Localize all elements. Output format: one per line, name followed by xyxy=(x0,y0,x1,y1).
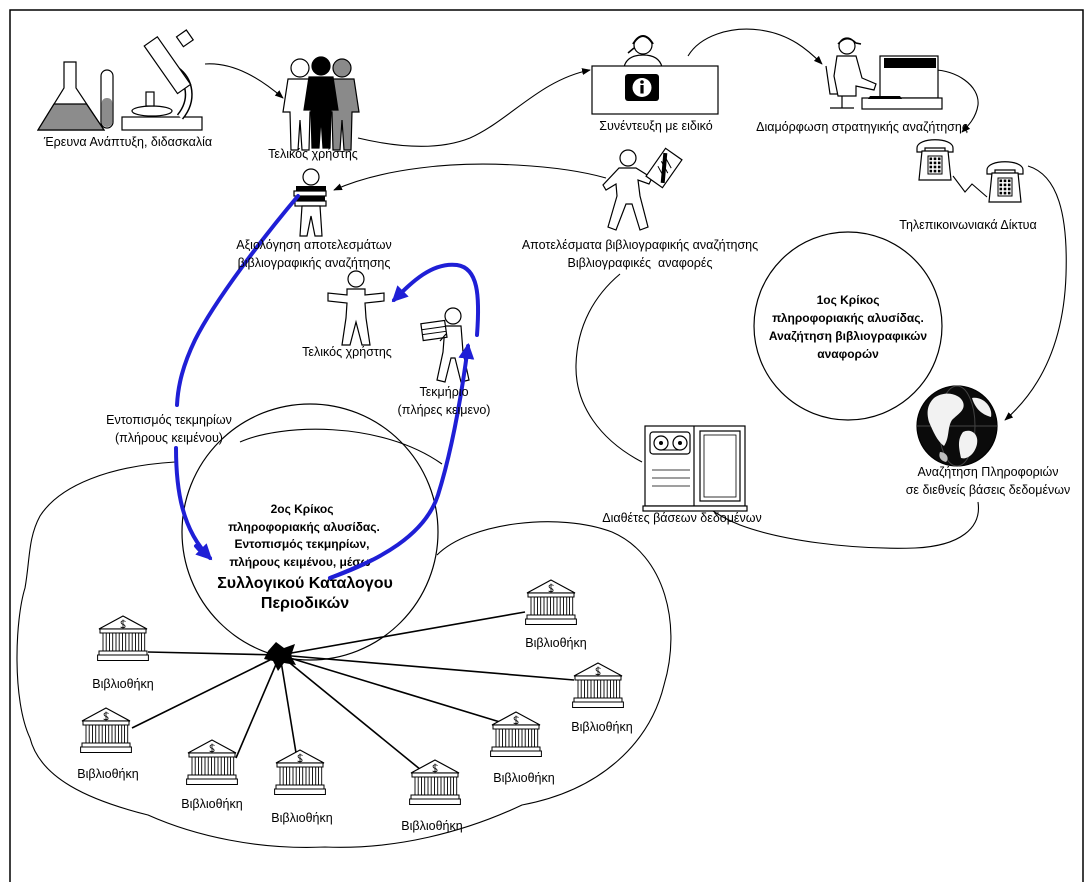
telephone-icon xyxy=(916,139,954,181)
link2-circle xyxy=(181,403,439,661)
library-label: Βιβλιοθήκη xyxy=(571,720,632,734)
label-db-providers: Διαθέτες βάσεων δεδομένων xyxy=(602,511,762,525)
network-hub-icon xyxy=(264,642,296,671)
flow-users-to-interview xyxy=(357,68,591,147)
flow-strategy-to-telecom xyxy=(933,69,979,133)
link1-circle xyxy=(753,231,943,421)
globe-icon xyxy=(916,385,998,467)
label-results-line1: Αποτελέσματα βιβλιογραφικής αναζήτησης xyxy=(522,238,758,252)
telephone-icon xyxy=(986,161,1024,203)
label-strategy: Διαμόρφωση στρατηγικής αναζήτησης xyxy=(756,120,968,134)
end-users-group-icon xyxy=(282,56,360,151)
spoke-library-5 xyxy=(279,654,501,723)
label-intl-search-line2: σε διεθνείς βάσεις δεδομένων xyxy=(906,483,1071,497)
link1-line3: Αναζήτηση βιβλιογραφικών xyxy=(769,329,928,343)
link2-line2: πληροφοριακής αλυσίδας. xyxy=(228,520,380,534)
label-document-line1: Τεκμήριο xyxy=(419,385,468,399)
library-icon xyxy=(274,749,326,796)
label-document-line2: (πλήρες κειμενο) xyxy=(398,403,491,417)
library-icon xyxy=(80,707,132,754)
library-icon xyxy=(572,662,624,709)
link2-line1: 2ος Κρίκος xyxy=(271,502,334,516)
frame-border xyxy=(9,9,1084,882)
label-evaluation-line1: Αξιολόγηση αποτελεσμάτων xyxy=(236,238,391,252)
computer-operator-icon xyxy=(825,37,943,110)
library-icon xyxy=(525,579,577,626)
flow-locate-overlay xyxy=(194,544,210,558)
label-research: Έρευνα Ανάπτυξη, διδασκαλία xyxy=(43,135,212,149)
link2-line3: Εντοπισμός τεκμηρίων, xyxy=(235,537,370,551)
flow-evaluation-to-locate xyxy=(175,194,300,407)
lab-flask-icon xyxy=(36,61,114,131)
link2-catalogue-line1: Συλλογικού Καταλογου xyxy=(217,575,393,592)
flow-catalogue-to-document xyxy=(328,342,475,580)
link1-line4: αναφορών xyxy=(817,347,879,361)
cloud-outline xyxy=(16,461,672,848)
book-stack-person-icon xyxy=(293,168,327,237)
library-spokes xyxy=(131,611,575,771)
database-server-icon xyxy=(642,425,748,512)
flow-locate-to-catalogue xyxy=(174,446,213,561)
label-end-user-middle: Τελικός χρήστης xyxy=(302,345,392,359)
end-user-icon xyxy=(327,270,385,346)
label-locate-line1: Εντοπισμός τεκμηρίων xyxy=(106,413,232,427)
document-carrier-icon xyxy=(602,147,683,231)
link1-line2: πληροφοριακής αλυσίδας. xyxy=(772,311,924,325)
library-icon xyxy=(186,739,238,786)
document-person-icon xyxy=(420,307,470,383)
cloud-outline-top xyxy=(239,428,443,465)
flow-interview-to-strategy xyxy=(687,28,823,65)
library-label: Βιβλιοθήκη xyxy=(92,677,153,691)
info-sign-icon xyxy=(625,74,659,101)
label-intl-search-line1: Αναζήτηση Πληροφοριών xyxy=(917,465,1058,479)
link1-line1: 1ος Κρίκος xyxy=(817,293,880,307)
library-label: Βιβλιοθήκη xyxy=(77,767,138,781)
link2-line4: πλήρους κειμένου, μέσω xyxy=(229,555,370,569)
flow-database-to-results xyxy=(575,273,643,463)
spoke-library-3 xyxy=(279,654,575,681)
label-end-user-top: Τελικός χρήστης xyxy=(268,147,358,161)
label-locate-line2: (πλήρους κειμένου) xyxy=(115,431,223,445)
microscope-icon xyxy=(121,29,203,131)
flow-results-to-evaluation xyxy=(333,163,607,191)
label-evaluation-line2: βιβλιογραφικής αναζήτησης xyxy=(238,256,391,270)
flow-document-to-end-user xyxy=(391,262,481,337)
library-label: Βιβλιοθήκη xyxy=(271,811,332,825)
library-label: Βιβλιοθήκη xyxy=(525,636,586,650)
link2-catalogue-line2: Περιοδικών xyxy=(261,595,349,612)
flow-research-to-users xyxy=(204,63,284,99)
spoke-library-2 xyxy=(147,651,281,656)
library-label: Βιβλιοθήκη xyxy=(493,771,554,785)
flow-globe-to-database xyxy=(697,499,979,549)
library-label: Βιβλιοθήκη xyxy=(181,797,242,811)
library-icon xyxy=(490,711,542,758)
spoke-library-1 xyxy=(279,611,526,656)
spoke-library-6 xyxy=(235,654,281,759)
library-label: Βιβλιοθήκη xyxy=(401,819,462,833)
label-results-line2: Βιβλιογραφικές αναφορές xyxy=(567,256,712,270)
label-telecom: Τηλεπικοινωνιακά Δίκτυα xyxy=(899,218,1036,232)
flow-telecom-to-globe xyxy=(1004,165,1067,421)
spoke-library-4 xyxy=(131,654,281,729)
label-interview: Συνέντευξη με ειδικό xyxy=(599,119,712,133)
flow-catalogue-overlay xyxy=(328,558,374,580)
telecom-link-zigzag xyxy=(952,175,988,198)
spoke-library-7 xyxy=(279,654,299,766)
spoke-library-8 xyxy=(279,654,422,771)
library-icon xyxy=(97,615,149,662)
